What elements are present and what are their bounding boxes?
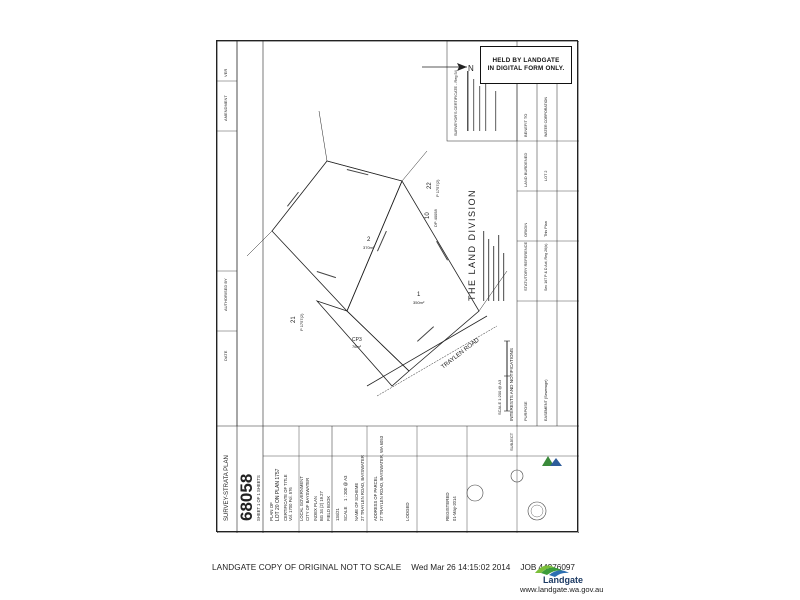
cert-title-label: CERTIFICATE OF TITLE: [283, 474, 288, 521]
subject-label: SUBJECT: [509, 432, 514, 451]
lot-21-label: 21: [291, 316, 297, 323]
amendment-label: AMENDMENT: [223, 95, 228, 121]
index-plan-value: BG 34 (2) 19.27: [319, 491, 324, 521]
surveyor-cert-label: SURVEYOR'S CERTIFICATE - Reg 54: [454, 70, 458, 136]
local-govt-label: LOCAL GOVERNMENT: [299, 476, 304, 521]
road-name: TRAYLEN ROAD: [441, 337, 482, 371]
local-govt-value: CITY OF BAYSWATER: [305, 478, 310, 521]
address-value: 27 TRAYLEN ROAD, BAYSWATER, WA 6053: [379, 435, 384, 521]
lot-10-label: 10: [425, 212, 431, 219]
scale-value: 1 : 200 @ A3: [343, 475, 348, 501]
held-box-line-2: IN DIGITAL FORM ONLY.: [487, 65, 565, 72]
lot-22-plan: P 1757(2): [435, 179, 440, 197]
plan-drawing: SURVEY-STRATA PLAN 68058 SHEET 1 OF 1 SH…: [217, 41, 579, 533]
footer-timestamp: Wed Mar 26 14:15:02 2014: [411, 562, 511, 572]
easement-origin: This Plan: [544, 221, 548, 237]
benefit-to-label: BENEFIT TO: [523, 114, 528, 137]
authorised-label: AUTHORISED BY: [223, 278, 228, 311]
north-label: N: [468, 64, 474, 73]
land-burdened-label: LAND BURDENED: [523, 153, 528, 187]
landgate-logo-icon: [535, 565, 569, 577]
cp-area: 76m²: [352, 344, 362, 349]
landgate-name: Landgate: [543, 575, 584, 585]
cp-label: CP3: [352, 337, 362, 343]
address-label: ADDRESS OF PARCEL: [373, 475, 378, 521]
footer-caption-row: LANDGATE COPY OF ORIGINAL NOT TO SCALE W…: [212, 560, 575, 574]
landgate-url[interactable]: www.landgate.wa.gov.au: [520, 585, 604, 594]
purpose-label: PURPOSE: [523, 401, 528, 421]
plan-of-value: LOT 20 ON PLAN 1757: [275, 468, 281, 521]
lot-2-label: 2: [367, 237, 371, 243]
division-name: THE LAND DIVISION: [467, 189, 477, 301]
registered-value: 01-May-2014: [452, 496, 457, 521]
plan-sheet: SHEET 1 OF 1 SHEETS: [256, 475, 261, 521]
scale-label: SCALE: [343, 507, 348, 521]
lot-2-area: 370m²: [363, 245, 375, 250]
origin-label: ORIGIN: [523, 223, 528, 237]
held-by-landgate-box: HELD BY LANDGATE IN DIGITAL FORM ONLY.: [480, 46, 572, 84]
lot-1-label: 1: [417, 292, 421, 298]
lot-1-area: 350m²: [413, 300, 425, 305]
easement-text: EASEMENT (Sewerage): [544, 379, 548, 421]
scheme-label: NAME OF SCHEME: [354, 483, 359, 521]
lot-10-plan: DP 40058: [433, 209, 438, 227]
plan-number: 68058: [237, 474, 256, 521]
statutory-ref-label: STATUTORY REFERENCE: [523, 241, 528, 291]
field-book-value: 134/21: [335, 508, 340, 521]
easement-land: LOT 2: [544, 171, 548, 181]
easement-ref: Sec 167 P & D Act, Reg 26(b): [544, 244, 548, 291]
lot-21-plan: P 1757(2): [299, 313, 304, 331]
scheme-value: 27 TRAYLEN ROAD, BAYSWATER: [360, 455, 365, 521]
version-label: VER: [223, 69, 228, 77]
date-label: DATE: [223, 350, 228, 361]
survey-strata-plan-sheet: SURVEY-STRATA PLAN 68058 SHEET 1 OF 1 SH…: [216, 40, 579, 533]
field-book-label: FIELD BOOK: [326, 496, 331, 521]
scale-bar-label: SCALE 1:200 @ A3: [497, 379, 502, 415]
plan-type-label: SURVEY-STRATA PLAN: [224, 455, 230, 521]
registered-label: REGISTERED: [445, 492, 450, 521]
cert-title-value: Vol. 1700 Fol. 576: [288, 487, 293, 521]
easement-benefit: WATER CORPORATION: [544, 97, 548, 137]
plan-of-label: PLAN OF: [269, 502, 274, 521]
lot-22-label: 22: [427, 182, 433, 189]
lodged-label: LODGED: [405, 502, 410, 521]
footer-caption: LANDGATE COPY OF ORIGINAL NOT TO SCALE: [212, 562, 402, 572]
held-box-line-1: HELD BY LANDGATE: [492, 57, 560, 64]
interests-title: INTERESTS AND NOTIFICATIONS: [509, 348, 514, 421]
index-plan-label: INDEX PLAN: [313, 496, 318, 521]
